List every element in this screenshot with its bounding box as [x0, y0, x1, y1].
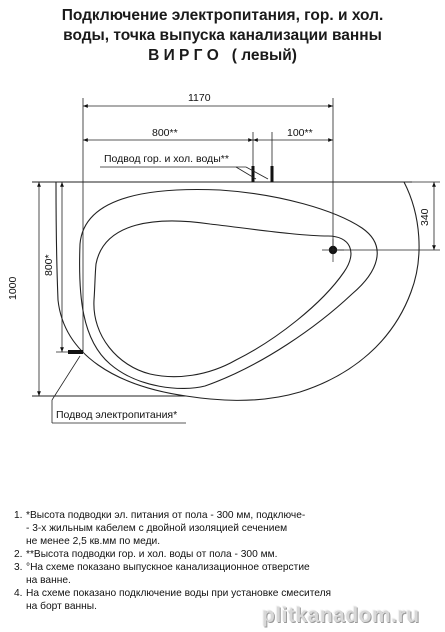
title-line-2: воды, точка выпуска канализации ванны — [63, 27, 382, 44]
bathtub-outer-contour — [55, 181, 420, 401]
dim-total-width-label: 1170 — [188, 92, 211, 104]
note-text: *Высота подводки эл. питания от пола - 3… — [26, 510, 306, 547]
power-supply-label: Подвод электропитания* — [56, 409, 177, 421]
dim-left-segment-label: 800** — [152, 127, 178, 139]
dim-height-power-label: 800* — [43, 254, 55, 276]
note-text: На схеме показано подключение воды при у… — [26, 588, 332, 612]
water-supply-leader — [235, 166, 257, 180]
note-item-4: 4. На схеме показано подключение воды пр… — [14, 587, 434, 613]
water-supply-leader-2 — [245, 166, 269, 180]
title-line-1: Подключение электропитания, гор. и хол. — [61, 7, 384, 24]
notes-list: 1. *Высота подводки эл. питания от пола … — [14, 509, 434, 613]
dim-height-total-label: 1000 — [7, 276, 19, 300]
note-text: **Высота подводки гор. и хол. воды от по… — [26, 549, 278, 560]
power-supply-leader — [51, 355, 81, 401]
diagram-title: Подключение электропитания, гор. и хол. … — [0, 6, 445, 66]
note-number: 4. — [14, 588, 23, 599]
dim-drain-offset-label: 340 — [419, 208, 431, 226]
title-line-3: В И Р Г О ( левый) — [148, 47, 297, 64]
note-item-1: 1. *Высота подводки эл. питания от пола … — [14, 509, 434, 548]
bathtub-rim — [79, 188, 378, 390]
note-number: 1. — [14, 510, 23, 521]
bathtub-inner-bowl — [93, 220, 352, 378]
note-number: 2. — [14, 549, 23, 560]
water-supply-label: Подвод гор. и хол. воды** — [104, 153, 229, 165]
note-item-2: 2. **Высота подводки гор. и хол. воды от… — [14, 548, 434, 561]
note-text: °На схеме показано выпускное канализацио… — [26, 562, 310, 586]
note-item-3: 3. °На схеме показано выпускное канализа… — [14, 561, 434, 587]
dim-right-segment-label: 100** — [287, 127, 313, 139]
note-number: 3. — [14, 562, 23, 573]
watermark-text: plitkanadom.ru — [262, 604, 420, 627]
